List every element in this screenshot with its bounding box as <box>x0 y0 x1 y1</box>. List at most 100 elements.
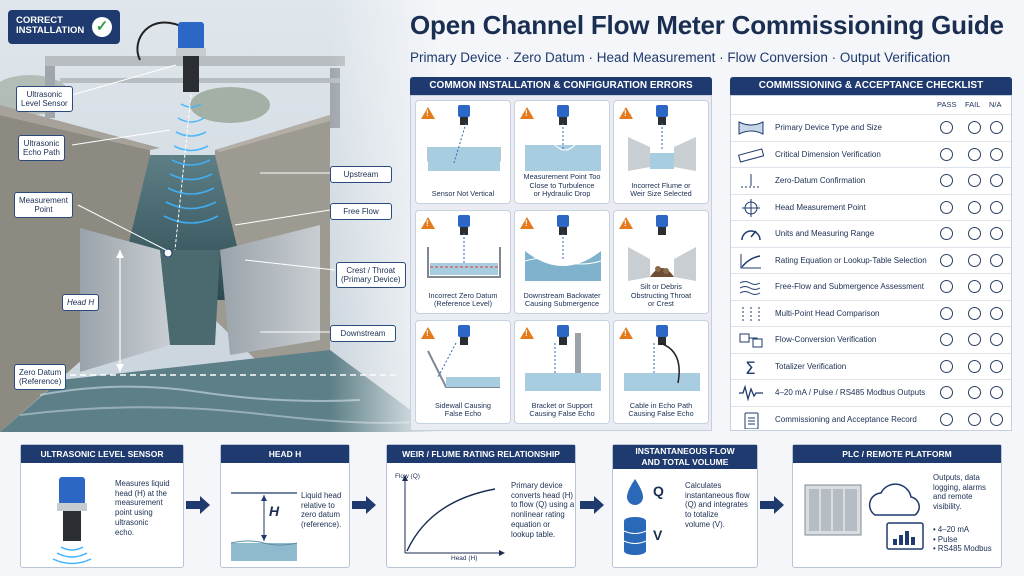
error-card: !Incorrect Zero Datum(Reference Level) <box>415 210 511 314</box>
checkbox-pass[interactable] <box>940 306 953 320</box>
checkbox-pass[interactable] <box>940 359 953 373</box>
desc-line: to flow (Q) using a <box>511 500 575 510</box>
error-sketch <box>525 325 601 391</box>
error-sketch <box>427 325 500 388</box>
flow-volume-desc: Calculates instantaneous flow (Q) and in… <box>685 481 750 530</box>
label-line: Zero Datum <box>19 368 62 377</box>
checkbox-fail[interactable] <box>968 333 981 346</box>
warning-icon: ! <box>619 327 633 339</box>
checkbox-pass[interactable] <box>940 200 953 214</box>
error-sketch <box>628 215 696 281</box>
desc-line: relative to <box>301 500 335 510</box>
rating-curve-icon <box>402 475 505 556</box>
datum-icon <box>741 174 761 188</box>
checkbox-pass[interactable] <box>940 280 953 293</box>
checkbox-na[interactable] <box>990 200 1003 214</box>
label-line: (Reference) <box>19 377 62 387</box>
waves-icon <box>739 281 761 295</box>
checkbox-pass[interactable] <box>940 333 953 346</box>
desc-line: to totalize <box>685 510 719 520</box>
checkbox-fail[interactable] <box>968 174 981 187</box>
output-label: RS485 Modbus <box>937 544 992 554</box>
checkbox-fail[interactable] <box>968 253 981 267</box>
checklist-row: Rating Equation or Lookup-Table Selectio… <box>731 246 1011 274</box>
label-line: Point <box>34 205 53 215</box>
desc-line: Outputs, data <box>933 473 980 482</box>
checkbox-na[interactable] <box>990 359 1003 373</box>
checklist-row: 4–20 mA / Pulse / RS485 Modbus Outputs <box>731 379 1011 406</box>
checkbox-pass[interactable] <box>940 253 953 267</box>
desc-line: instantaneous flow <box>685 490 750 500</box>
checkbox-na[interactable] <box>990 174 1003 187</box>
desc-line: equation or <box>511 519 551 529</box>
volume-icons <box>623 479 647 555</box>
checkbox-na[interactable] <box>990 121 1003 134</box>
checkbox-na[interactable] <box>990 227 1003 240</box>
clipboard-icon <box>744 412 759 429</box>
desc-line: and remote <box>933 492 973 502</box>
checkbox-fail[interactable] <box>968 306 981 320</box>
caption-line: Causing False Echo <box>628 409 694 419</box>
checklist-body: PASS FAIL N/A Primary Device Type and Si… <box>730 95 1012 431</box>
checkbox-pass[interactable] <box>940 412 953 426</box>
flow-arrow-icon <box>760 496 784 514</box>
checkbox-na[interactable] <box>990 253 1003 267</box>
checkbox-fail[interactable] <box>968 412 981 426</box>
flow-plc-outputs: • 4–20 mA • Pulse • RS485 Modbus <box>933 525 992 554</box>
checkbox-fail[interactable] <box>968 121 981 134</box>
checkbox-na[interactable] <box>990 147 1003 161</box>
checkbox-pass[interactable] <box>940 121 953 134</box>
label-line: (Primary Device) <box>341 275 401 285</box>
checkbox-fail[interactable] <box>968 147 981 161</box>
caption-line: Sensor Not Vertical <box>431 189 495 199</box>
caption-line: False Echo <box>444 409 482 419</box>
head-symbol: H <box>269 503 280 519</box>
heading-line: AND TOTAL VOLUME <box>641 457 729 467</box>
checkbox-pass[interactable] <box>940 174 953 187</box>
flow-box-sensor: ULTRASONIC LEVEL SENSOR Measures liquid … <box>20 444 184 568</box>
checkbox-fail[interactable] <box>968 280 981 293</box>
checkbox-fail[interactable] <box>968 359 981 373</box>
checkbox-pass[interactable] <box>940 386 953 399</box>
process-flow: ULTRASONIC LEVEL SENSOR Measures liquid … <box>0 436 1024 576</box>
output-bullet: • RS485 Modbus <box>933 544 992 554</box>
label-line: Crest / Throat <box>346 266 396 275</box>
warning-icon: ! <box>520 327 534 339</box>
checkbox-fail[interactable] <box>968 386 981 399</box>
checkbox-na[interactable] <box>990 280 1003 293</box>
checklist-row: Commissioning and Acceptance Record <box>731 405 1011 433</box>
flow-sensor-heading: ULTRASONIC LEVEL SENSOR <box>21 445 183 463</box>
checkbox-na[interactable] <box>990 306 1003 320</box>
error-caption: Sensor Not Vertical <box>418 189 508 199</box>
checklist-row: Primary Device Type and Size <box>731 114 1011 141</box>
checklist-label: Units and Measuring Range <box>775 229 875 238</box>
warning-icon: ! <box>619 107 633 119</box>
checklist-label: Rating Equation or Lookup-Table Selectio… <box>775 255 927 265</box>
checkbox-fail[interactable] <box>968 200 981 214</box>
caption-line: Bracket or Support <box>531 400 593 410</box>
checkbox-fail[interactable] <box>968 227 981 240</box>
flow-arrow-icon <box>186 496 210 514</box>
output-bullet: • 4–20 mA <box>933 525 970 534</box>
checkbox-na[interactable] <box>990 386 1003 399</box>
desc-line: Measures liquid <box>115 479 170 488</box>
warning-icon: ! <box>421 217 435 229</box>
desc-line: lookup table. <box>511 529 556 539</box>
caption-line: Weir Size Selected <box>630 189 692 199</box>
signal-icon <box>739 384 763 402</box>
checklist-row: Zero-Datum Confirmation <box>731 167 1011 194</box>
checklist-heading: COMMISSIONING & ACCEPTANCE CHECKLIST <box>730 77 1012 95</box>
label-measurement-point: Measurement Point <box>14 192 73 219</box>
checkbox-na[interactable] <box>990 333 1003 346</box>
desc-line: logging, alarms <box>933 482 986 492</box>
checkbox-pass[interactable] <box>940 227 953 240</box>
checkbox-pass[interactable] <box>940 147 953 161</box>
checkbox-na[interactable] <box>990 412 1003 426</box>
curve-icon <box>740 253 761 268</box>
